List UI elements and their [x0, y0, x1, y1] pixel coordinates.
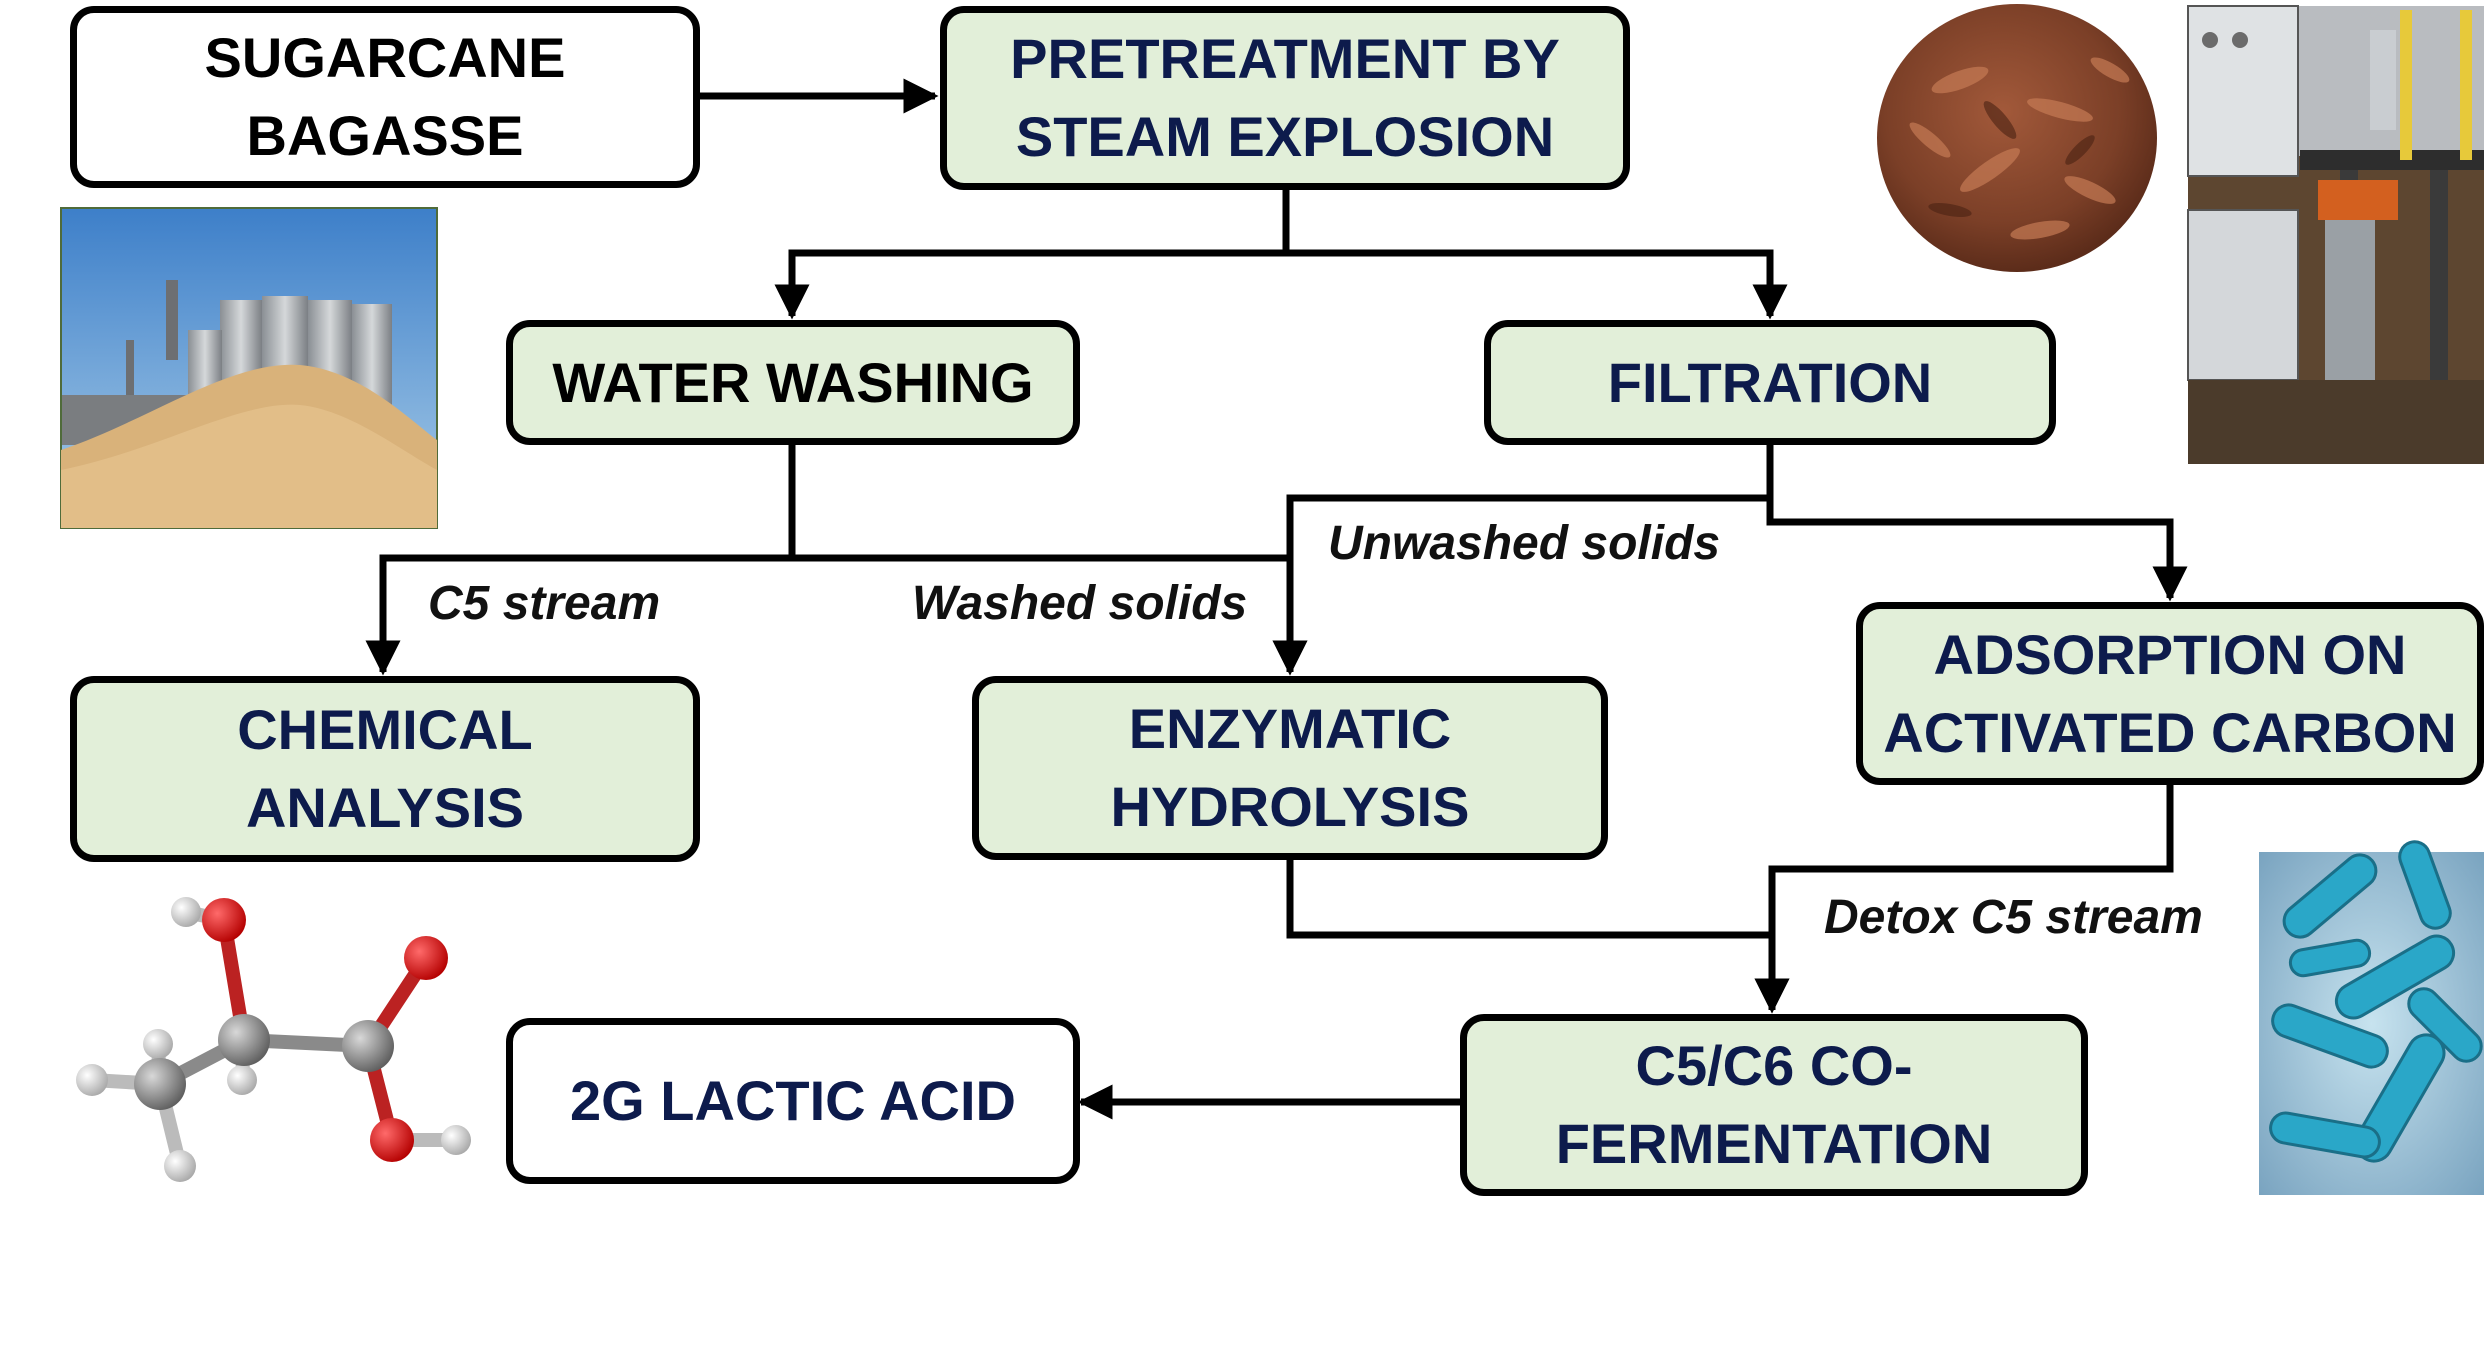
node-chemical-analysis: CHEMICAL ANALYSIS	[70, 676, 700, 862]
node-line: BAGASSE	[246, 104, 524, 167]
node-line: SUGARCANE	[204, 26, 566, 89]
bagasse-fiber-photo	[1877, 4, 2157, 272]
node-pretreatment: PRETREATMENT BY STEAM EXPLOSION	[940, 6, 1630, 190]
silo-bagasse-photo	[60, 207, 438, 529]
steam-explosion-reactor-photo	[2187, 5, 2484, 464]
node-line: CHEMICAL	[237, 698, 533, 761]
edge-unwashed-solids	[1272, 445, 1774, 676]
node-line: ENZYMATIC	[1128, 697, 1452, 760]
label-unwashed-solids: Unwashed solids	[1328, 517, 1721, 570]
node-water-washing: WATER WASHING	[506, 320, 1080, 445]
node-line: HYDROLYSIS	[1110, 775, 1470, 838]
node-enzymatic-hydrolysis: ENZYMATIC HYDROLYSIS	[972, 676, 1608, 860]
node-adsorption: ADSORPTION ON ACTIVATED CARBON	[1856, 602, 2484, 785]
node-line: ANALYSIS	[245, 776, 524, 839]
edge-detox-c5-stream	[1754, 785, 2174, 1014]
label-detox-c5-stream: Detox C5 stream	[1824, 891, 2203, 944]
node-line: WATER WASHING	[552, 350, 1034, 414]
edge-washing-c5-stream	[365, 445, 796, 676]
edge-to-filtration	[1286, 249, 1788, 320]
node-line: FERMENTATION	[1555, 1112, 1993, 1175]
bacteria-image	[2259, 840, 2484, 1195]
node-line: STEAM EXPLOSION	[1015, 105, 1555, 168]
node-sugarcane-bagasse: SUGARCANE BAGASSE	[70, 6, 700, 188]
node-line: ADSORPTION ON	[1933, 622, 2407, 686]
label-c5-stream: C5 stream	[428, 577, 661, 630]
node-line: PRETREATMENT BY	[1010, 27, 1560, 90]
lactic-acid-molecule	[76, 897, 471, 1182]
node-filtration: FILTRATION	[1484, 320, 2056, 445]
node-line: ACTIVATED CARBON	[1883, 700, 2457, 764]
node-line: FILTRATION	[1607, 350, 1933, 414]
node-line: C5/C6 CO-	[1635, 1034, 1913, 1097]
node-lactic-acid: 2G LACTIC ACID	[506, 1018, 1080, 1184]
label-washed-solids: Washed solids	[912, 577, 1248, 630]
node-line: 2G LACTIC ACID	[570, 1069, 1016, 1132]
node-cofermentation: C5/C6 CO- FERMENTATION	[1460, 1014, 2088, 1196]
edge-filtration-adsorption	[1766, 498, 2188, 602]
